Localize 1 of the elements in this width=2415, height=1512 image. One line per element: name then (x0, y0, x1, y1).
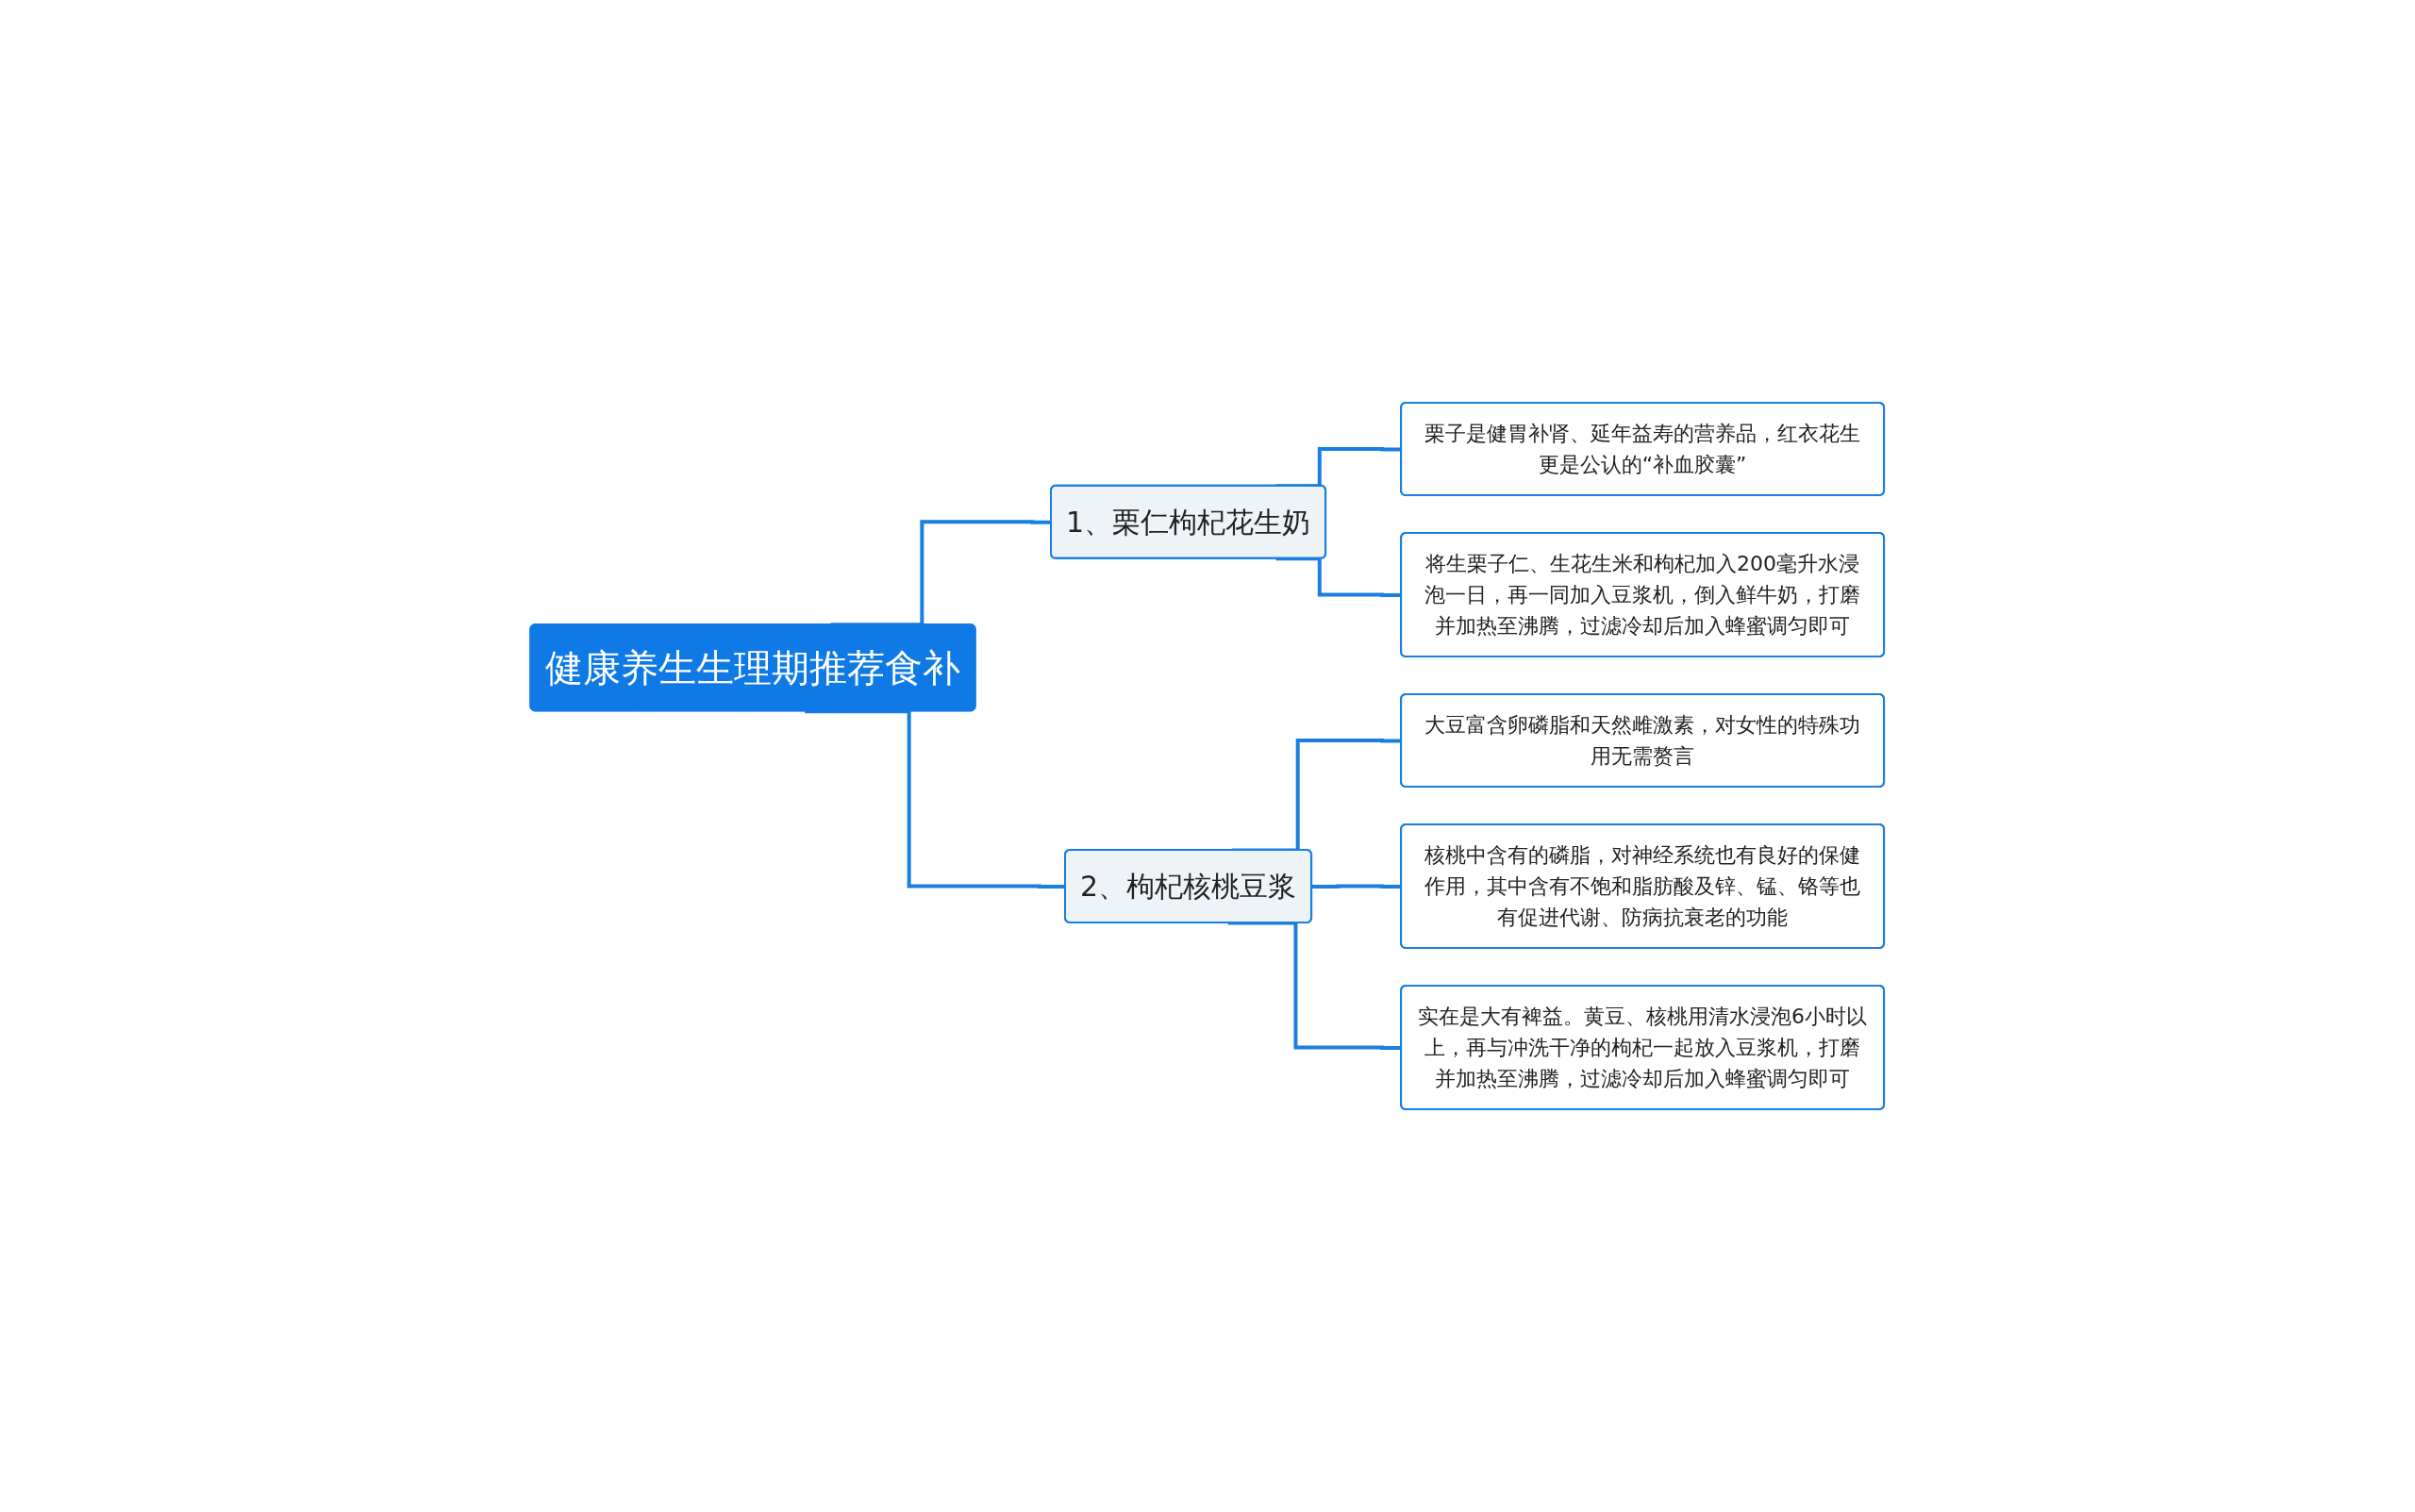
connector (805, 709, 1066, 889)
